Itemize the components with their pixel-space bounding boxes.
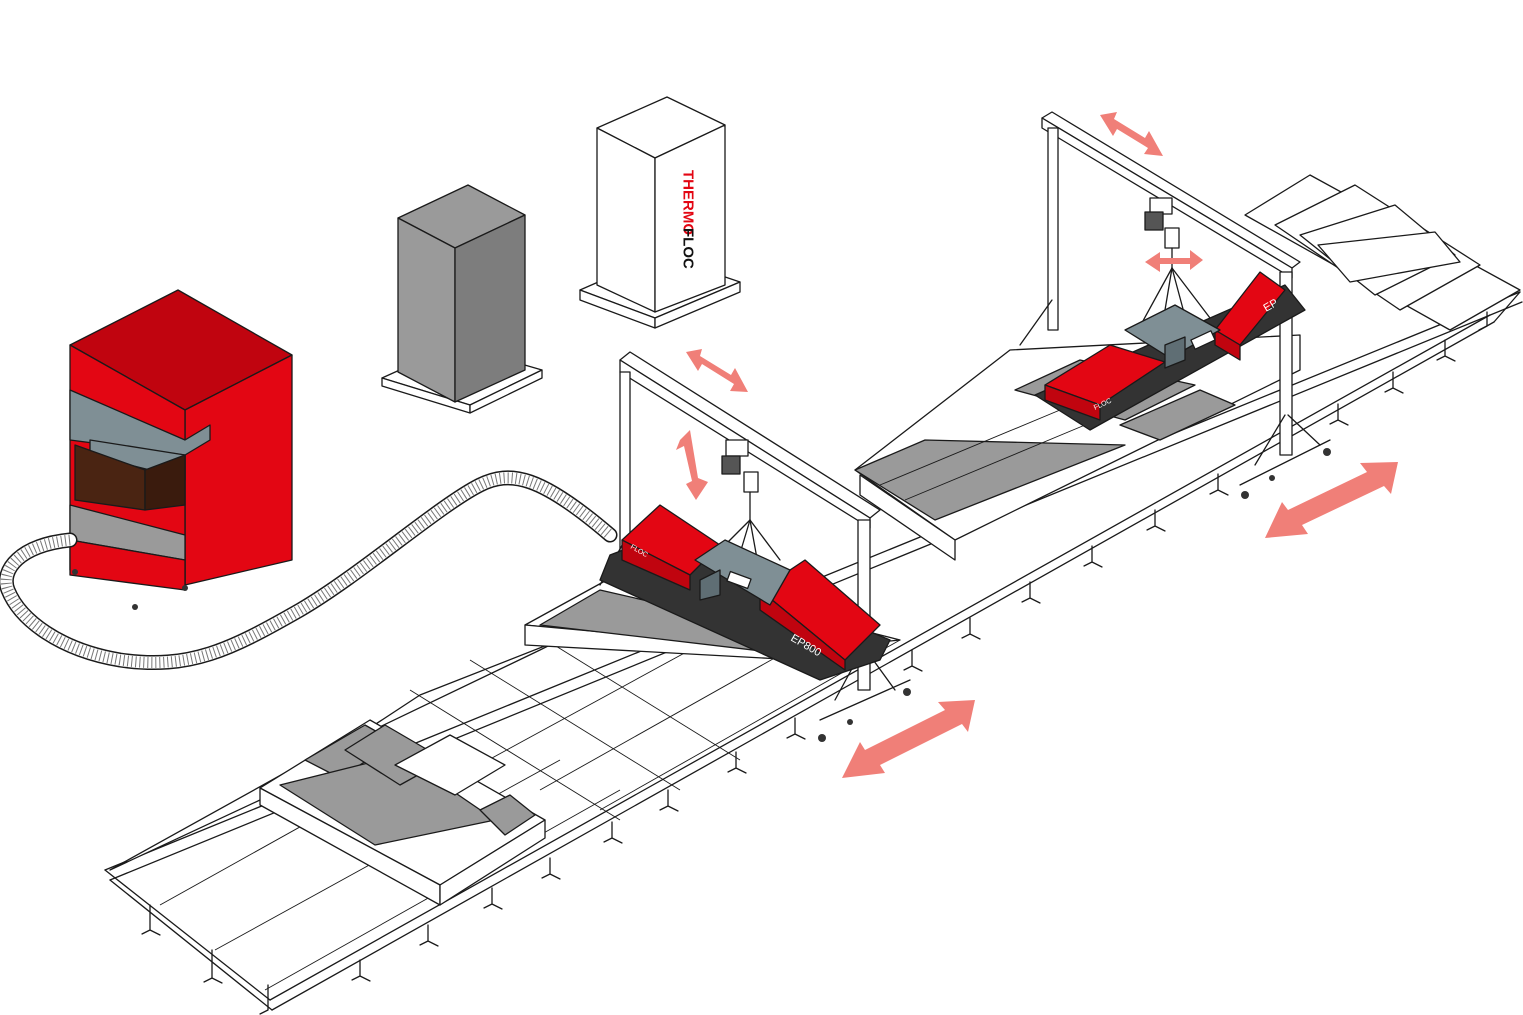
arrow-rear-trolley-icon [1100, 112, 1163, 156]
rear-gantry-braces [1019, 299, 1331, 486]
white-cabinet-side [654, 124, 726, 313]
floor-tray-left [259, 719, 546, 906]
front-machine-right-face [759, 589, 846, 671]
thermofloc-brand-black: FLOC [680, 228, 697, 269]
gray-material-cabinet [381, 184, 543, 414]
tray-opening [394, 734, 506, 796]
arrow-rear-hoist-icon [1145, 250, 1203, 272]
machine-wheels [72, 569, 188, 610]
front-machine-control-housing [694, 539, 791, 606]
rear-machine-left-face [1044, 384, 1101, 421]
rail-support-legs [141, 311, 1488, 1015]
white-cabinet-pallet-side [654, 281, 741, 329]
thermofloc-brand-red: THERMO [680, 170, 697, 235]
rear-machine-badge [1190, 330, 1216, 350]
rear-gantry-post-left [1047, 127, 1059, 331]
rear-machine-control-panel [1164, 336, 1186, 369]
front-gantry-wheels [818, 688, 911, 742]
front-machine-badge [726, 570, 752, 590]
rear-rail-bottom [271, 321, 1495, 1011]
rail-end-cap-right [1493, 291, 1521, 323]
front-machine-left-face [621, 539, 691, 591]
rail-end-cap-left-b [109, 879, 273, 1011]
flexible-hose [0, 470, 618, 670]
gray-cabinet-side [454, 214, 526, 403]
gray-cabinet-front [397, 217, 456, 403]
rear-chain-hoist [1137, 197, 1211, 341]
tray-right-panel-1 [854, 439, 1126, 521]
tray-right-front [859, 474, 956, 561]
stacked-panels-far-right [1244, 174, 1521, 331]
gantry-crane-rear [1019, 111, 1331, 499]
tray-left-side [439, 819, 546, 906]
rear-machine-control-housing [1124, 304, 1221, 359]
thermofloc-cabinet: THERMO FLOC [579, 96, 741, 329]
front-machine-control-panel [699, 569, 721, 601]
arrow-front-travel-icon [842, 700, 975, 778]
tray-panel-4 [479, 794, 536, 836]
gray-cabinet-pallet-side [469, 369, 543, 414]
floor-tray-right [854, 334, 1301, 561]
motion-arrows [676, 112, 1398, 778]
tray-right-panel-3 [1119, 389, 1236, 441]
panel-machine-rear: EP FLOC [1034, 271, 1306, 431]
front-gantry-post-left [619, 371, 631, 561]
arrow-front-trolley-icon [686, 349, 748, 392]
arrow-front-hoist-icon [676, 430, 708, 500]
hopper-bag-side [144, 454, 186, 511]
panel-machine-front: EP800 FLOC [599, 504, 891, 681]
stack-top-3 [1317, 231, 1461, 283]
arrow-rear-travel-icon [1265, 462, 1398, 538]
rail-end-cap-left [104, 869, 271, 1001]
hopper-lid [69, 389, 211, 456]
blowing-machine [69, 289, 293, 610]
rear-gantry-wheels [1241, 448, 1331, 499]
white-cabinet-front [596, 127, 656, 313]
